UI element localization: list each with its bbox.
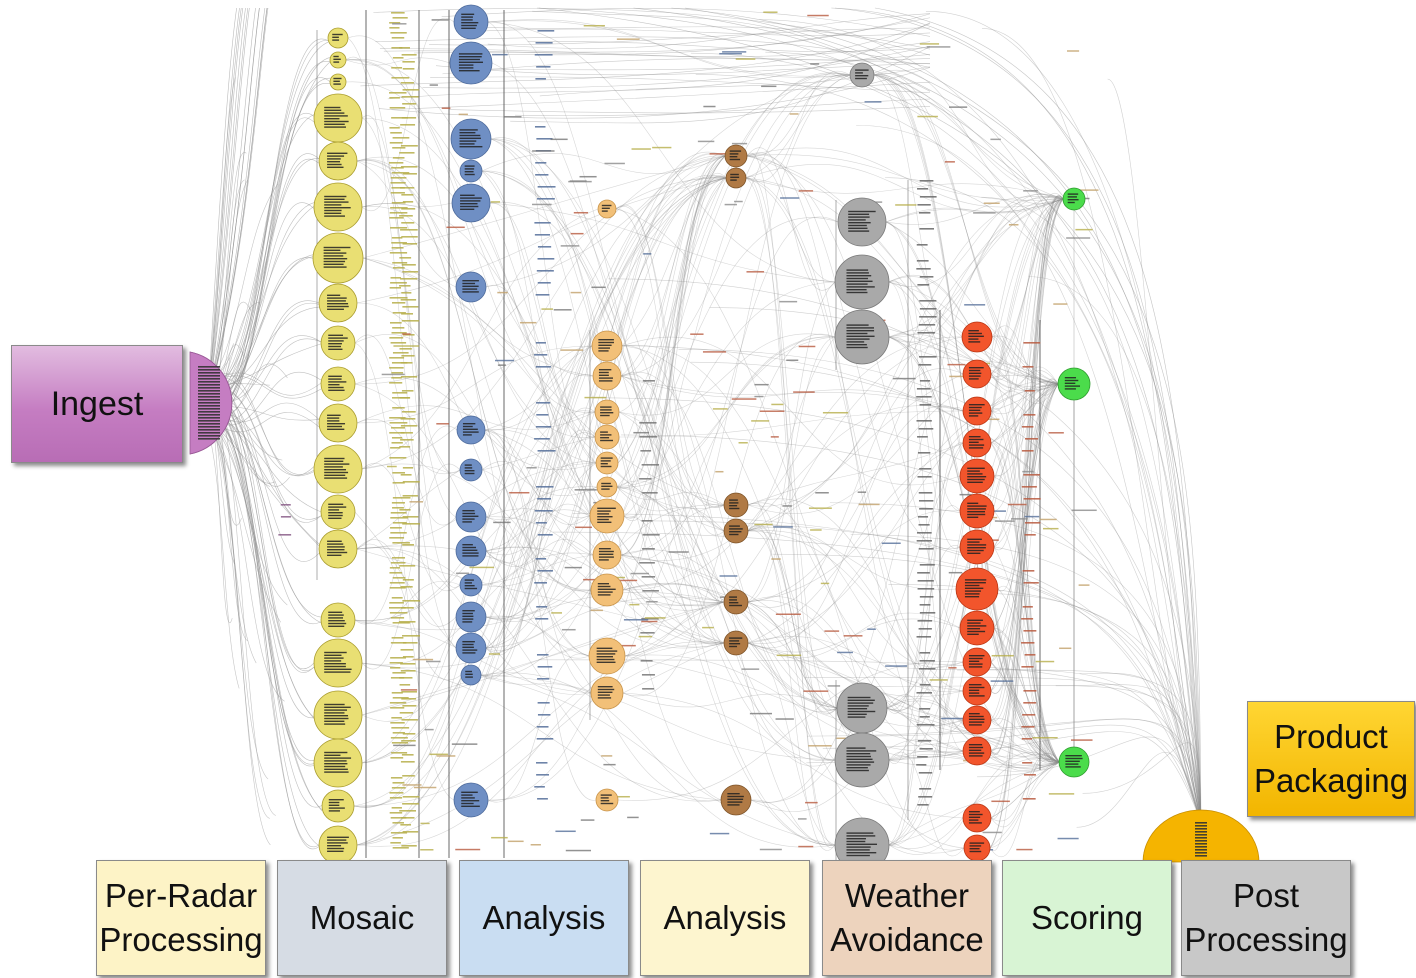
stage-per-radar-processing-line-1: Per-Radar (104, 877, 258, 914)
stage-post-processing-line-2: Processing (1184, 921, 1348, 958)
stage-scoring-line-1: Scoring (1031, 899, 1143, 936)
stage-per-radar-processing-line-2: Processing (99, 921, 263, 958)
graph-nodes (189, 4, 1260, 873)
stage-analysis-yellow-box: Analysis (640, 860, 810, 976)
stage-analysis-yellow-line-1: Analysis (663, 899, 787, 936)
stage-post-processing-line-1: Post (1232, 877, 1300, 914)
product-packaging-line-1: Product (1274, 718, 1388, 755)
stage-weather-avoidance-line-1: Weather (844, 877, 970, 914)
ingest-label: Ingest (50, 385, 144, 423)
stage-mosaic-line-1: Mosaic (309, 899, 415, 936)
stage-scoring-box: Scoring (1002, 860, 1172, 976)
stage-analysis-blue-box: Analysis (459, 860, 629, 976)
stage-weather-avoidance-line-2: Avoidance (830, 921, 984, 958)
column-bars (316, 10, 1041, 860)
ingest-box: Ingest (11, 345, 183, 463)
product-packaging-line-2: Packaging (1253, 762, 1409, 799)
product-packaging-box: Product Packaging (1247, 701, 1415, 817)
stage-analysis-blue-line-1: Analysis (482, 899, 606, 936)
stage-mosaic-box: Mosaic (277, 860, 447, 976)
post-processing-hub (1142, 809, 1260, 863)
